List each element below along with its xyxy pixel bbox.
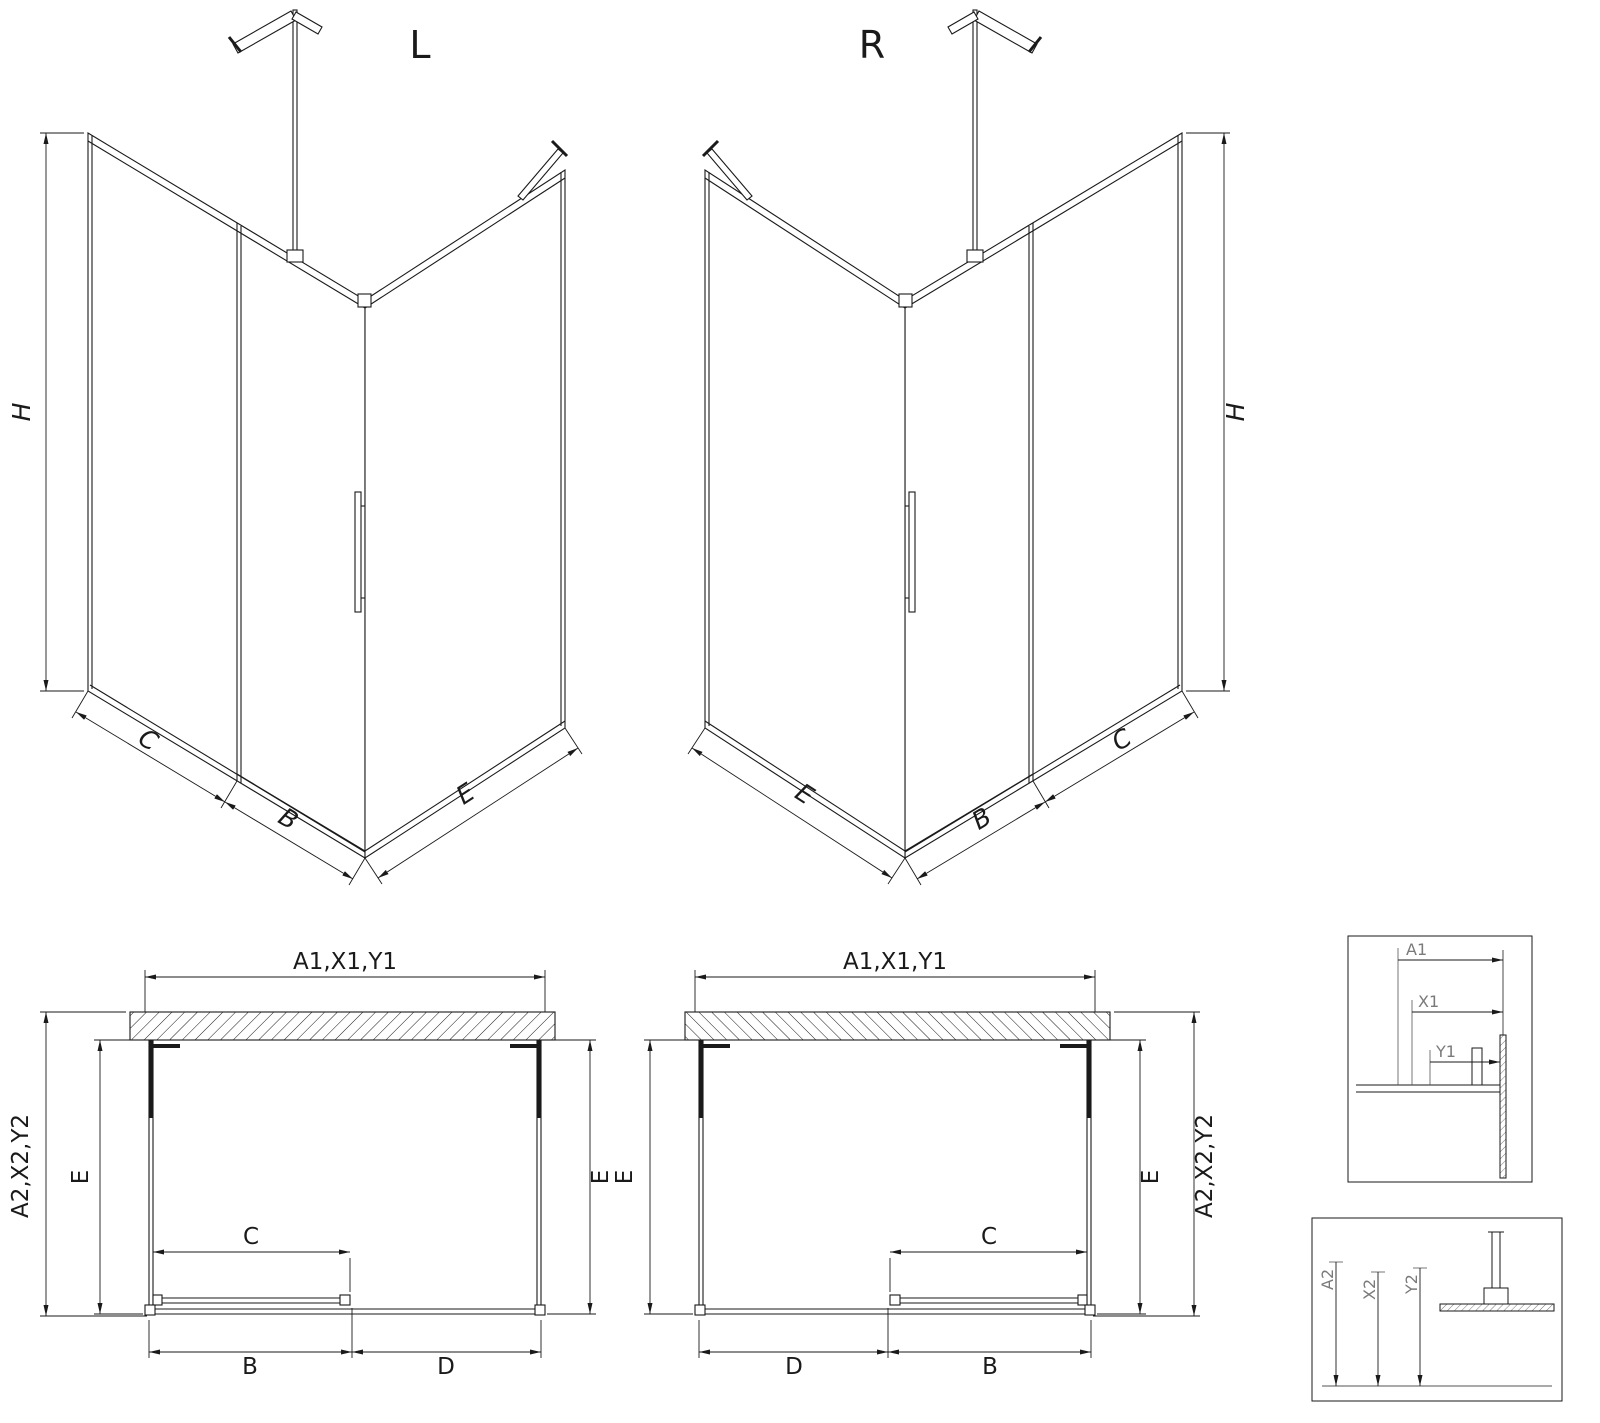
detail-top-border	[1347, 935, 1533, 1183]
detail-bottom-a2-label: A2	[1318, 1269, 1337, 1290]
detail-bottom-border	[1311, 1217, 1563, 1402]
plan-right-dim-top-label: A1,X1,Y1	[843, 949, 947, 975]
detail-view-top	[1347, 935, 1533, 1183]
iso-view-left-geometry	[40, 9, 583, 886]
plan-left-dim-top-label: A1,X1,Y1	[293, 949, 397, 975]
iso-view-right-geometry	[688, 10, 1230, 885]
plan-left-dim-b-label: B	[242, 1354, 258, 1380]
iso-right-dim-b-label: B	[967, 802, 997, 836]
plan-right-dim-side-label: A2,X2,Y2	[1192, 1114, 1218, 1218]
detail-view-bottom	[1311, 1217, 1563, 1402]
plan-right-dim-e-right-label: E	[1138, 1170, 1164, 1185]
plan-left-dim-c-label: C	[243, 1224, 259, 1250]
plan-view-right-geometry	[644, 970, 1200, 1358]
iso-left-dim-h-label: H	[7, 402, 36, 421]
plan-left-dim-e-right-label: E	[588, 1170, 614, 1185]
detail-top-a1-label: A1	[1406, 940, 1427, 959]
plan-right-dim-b-label: B	[982, 1354, 998, 1380]
detail-top-x1-label: X1	[1418, 992, 1439, 1011]
plan-right-dim-d-label: D	[785, 1354, 803, 1380]
detail-bottom-x2-label: X2	[1360, 1279, 1379, 1300]
plan-left-dim-side-label: A2,X2,Y2	[8, 1114, 34, 1218]
plan-left-dim-e-left-label: E	[68, 1170, 94, 1185]
iso-right-dim-h-label: H	[1221, 402, 1250, 421]
plan-view-left-geometry	[40, 970, 596, 1358]
plan-right-dim-c-label: C	[981, 1224, 997, 1250]
detail-bottom-y2-label: Y2	[1402, 1274, 1421, 1295]
detail-top-y1-label: Y1	[1435, 1042, 1456, 1061]
labels: L H C B E R H C B E A1,X1,Y1 A2,X2,Y2 E …	[7, 23, 1456, 1380]
wall-hatch	[129, 1011, 556, 1041]
plan-right-dim-e-left-label: E	[612, 1170, 638, 1185]
variant-label-left: L	[409, 23, 430, 67]
iso-left-dim-b-label: B	[274, 802, 304, 836]
plan-left-dim-d-label: D	[437, 1354, 455, 1380]
variant-label-right: R	[859, 23, 885, 67]
